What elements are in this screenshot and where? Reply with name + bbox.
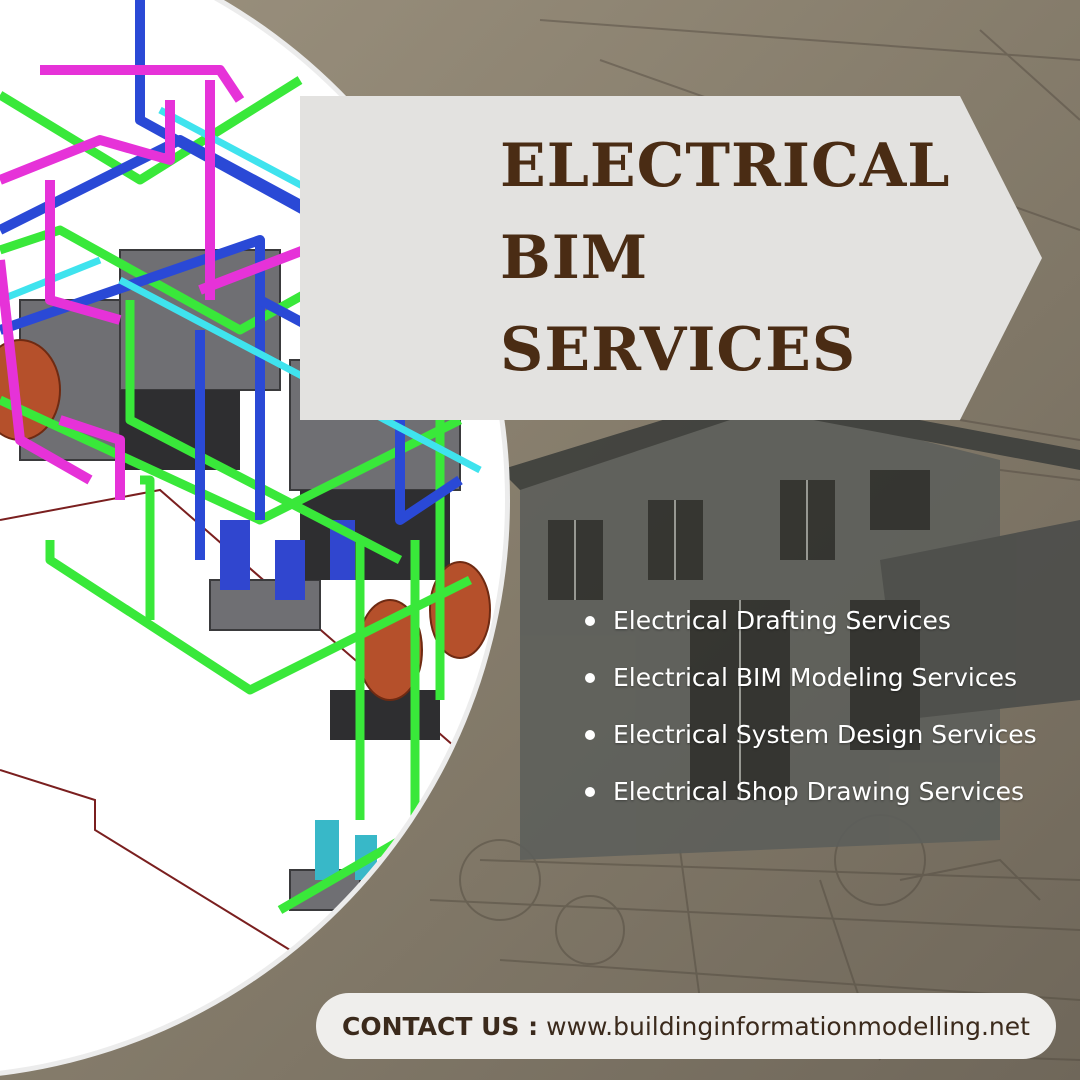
service-item: Electrical BIM Modeling Services bbox=[585, 649, 1037, 706]
contact-bar[interactable]: CONTACT US : www.buildinginformationmode… bbox=[316, 993, 1056, 1059]
service-item: Electrical Drafting Services bbox=[585, 592, 1037, 649]
blueprint-lines bbox=[429, 19, 1080, 1061]
title-banner bbox=[300, 96, 1042, 420]
contact-label: CONTACT US : bbox=[342, 1011, 539, 1041]
title-line-3: SERVICES bbox=[500, 315, 857, 385]
website-link[interactable]: www.buildinginformationmodelling.net bbox=[546, 1011, 1030, 1041]
page-title: ELECTRICAL BIM SERVICES bbox=[500, 120, 950, 396]
service-item: Electrical Shop Drawing Services bbox=[585, 763, 1037, 820]
service-item: Electrical System Design Services bbox=[585, 706, 1037, 763]
services-list: Electrical Drafting Services Electrical … bbox=[585, 592, 1037, 820]
title-line-1: ELECTRICAL bbox=[500, 131, 951, 201]
title-line-2: BIM bbox=[500, 223, 649, 293]
